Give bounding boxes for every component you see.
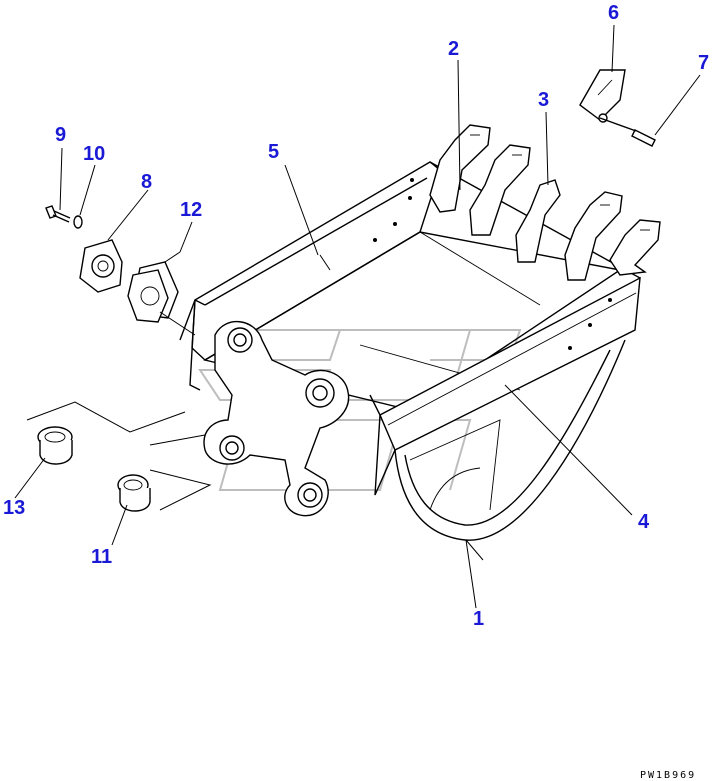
tooth-pin-detail: [599, 117, 656, 147]
bucket-body: [179, 161, 641, 541]
bracket-plates: [203, 320, 350, 517]
callout-10: 10: [83, 143, 105, 165]
assembly-lines: [26, 311, 212, 511]
bushing-11: [117, 474, 151, 512]
callout-3: 3: [538, 89, 549, 111]
callout-8: 8: [141, 171, 152, 193]
bucket-teeth: [429, 124, 661, 281]
callout-6: 6: [608, 2, 619, 24]
tooth-point-detail: [579, 69, 626, 123]
callout-7: 7: [698, 52, 709, 74]
rim-rivets: [373, 178, 612, 350]
callout-4: 4: [638, 511, 650, 533]
side-plate-8: [79, 239, 123, 293]
leader-lines: [14, 24, 701, 609]
shim-plate-12: [127, 261, 179, 323]
callout-2: 2: [448, 38, 459, 60]
callouts: 1 2 3 4 5 6 7 8 9 10 11 12 13: [3, 2, 709, 630]
callout-13: 13: [3, 497, 25, 519]
bolt-and-washer: [45, 205, 83, 229]
bushing-13: [37, 426, 73, 465]
callout-5: 5: [268, 141, 279, 163]
callout-9: 9: [55, 124, 66, 146]
callout-1: 1: [473, 608, 484, 630]
drawing-code: PW1B969: [640, 770, 696, 781]
callout-11: 11: [91, 546, 112, 568]
callout-12: 12: [180, 199, 202, 221]
